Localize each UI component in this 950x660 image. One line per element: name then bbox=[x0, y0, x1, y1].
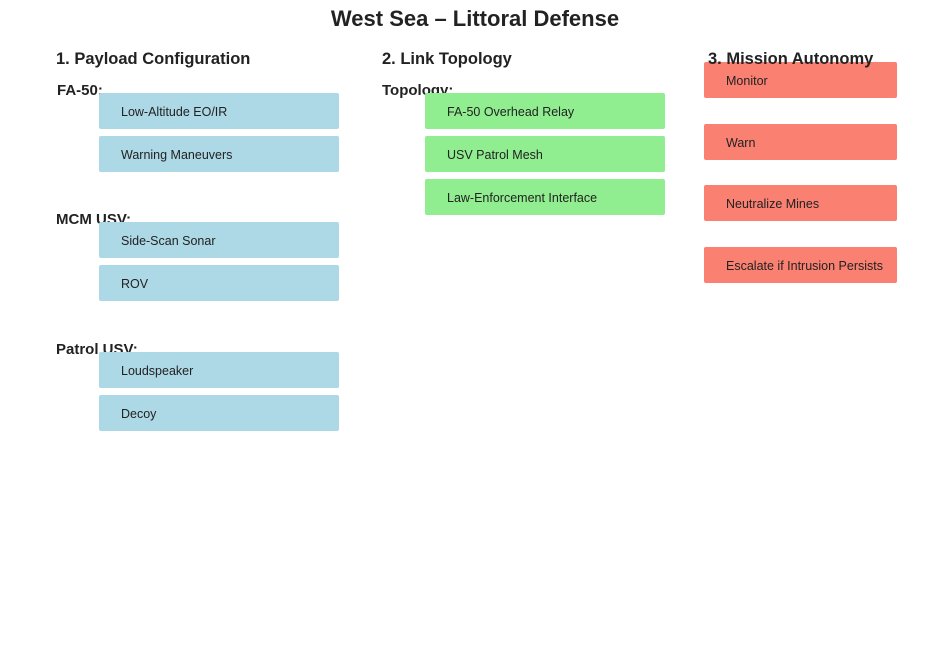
payload-box-label: Loudspeaker bbox=[121, 363, 194, 378]
payload-box-side-scan-sonar: Side-Scan Sonar bbox=[99, 222, 339, 258]
autonomy-box-neutralize-mines: Neutralize Mines bbox=[704, 185, 897, 221]
payload-box-decoy: Decoy bbox=[99, 395, 339, 431]
autonomy-section-title: 3. Mission Autonomy bbox=[708, 50, 874, 68]
payload-box-label: Decoy bbox=[121, 406, 157, 421]
group-label-fa50: FA-50: bbox=[57, 82, 103, 99]
autonomy-box-warn: Warn bbox=[704, 124, 897, 160]
payload-box-label: ROV bbox=[121, 276, 149, 291]
autonomy-box-label: Monitor bbox=[726, 73, 768, 88]
link-box-label: FA-50 Overhead Relay bbox=[447, 104, 575, 119]
autonomy-box-label: Neutralize Mines bbox=[726, 196, 820, 211]
page-title: West Sea – Littoral Defense bbox=[330, 6, 620, 31]
payload-box-loudspeaker: Loudspeaker bbox=[99, 352, 339, 388]
link-box-usv-patrol-mesh: USV Patrol Mesh bbox=[425, 136, 665, 172]
link-section-title: 2. Link Topology bbox=[382, 50, 512, 68]
payload-box-label: Warning Maneuvers bbox=[121, 147, 233, 162]
payload-box-warning-maneuvers: Warning Maneuvers bbox=[99, 136, 339, 172]
link-box-law-enforcement-interface: Law-Enforcement Interface bbox=[425, 179, 665, 215]
autonomy-box-label: Escalate if Intrusion Persists bbox=[726, 258, 884, 273]
link-box-label: Law-Enforcement Interface bbox=[447, 190, 598, 205]
payload-section-title: 1. Payload Configuration bbox=[56, 50, 251, 68]
autonomy-box-monitor: Monitor bbox=[704, 62, 897, 98]
link-box-fa50-overhead-relay: FA-50 Overhead Relay bbox=[425, 93, 665, 129]
autonomy-box-escalate: Escalate if Intrusion Persists bbox=[704, 247, 897, 283]
autonomy-box-label: Warn bbox=[726, 135, 756, 150]
payload-box-eo-ir: Low-Altitude EO/IR bbox=[99, 93, 339, 129]
payload-box-label: Low-Altitude EO/IR bbox=[121, 104, 228, 119]
payload-box-label: Side-Scan Sonar bbox=[121, 233, 216, 248]
link-box-label: USV Patrol Mesh bbox=[447, 147, 543, 162]
payload-box-rov: ROV bbox=[99, 265, 339, 301]
